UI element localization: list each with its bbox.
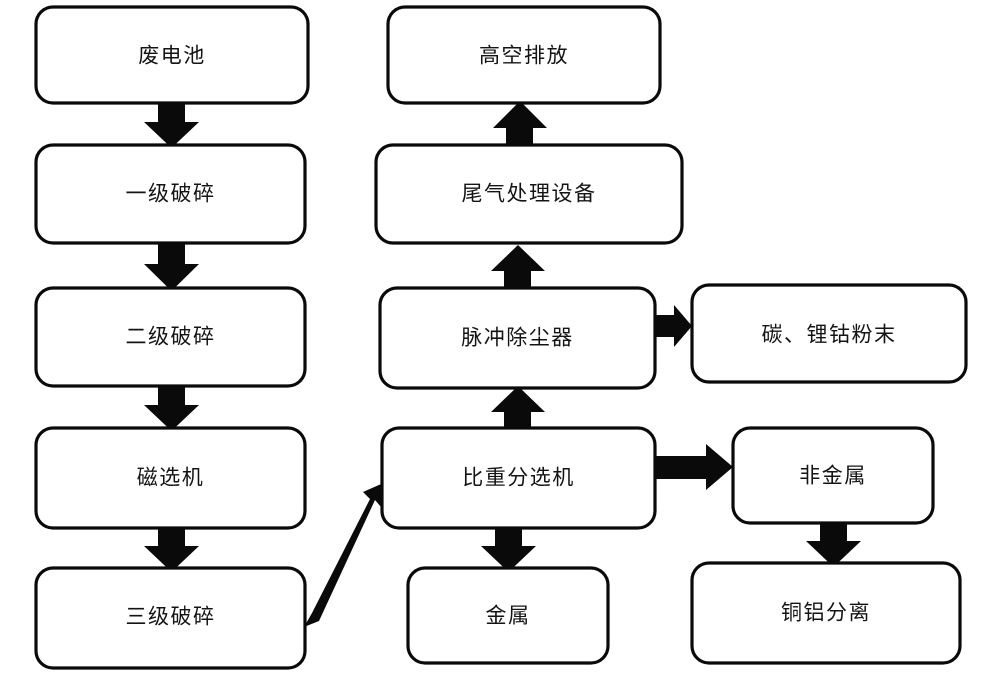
node-metal[interactable]: 金属 bbox=[406, 566, 610, 665]
node-carbon-lithium-cobalt-powder-box[interactable] bbox=[690, 283, 968, 384]
arrow-magnetic-separator-to-tertiary-crushing bbox=[144, 525, 199, 572]
node-non-metal[interactable]: 非金属 bbox=[731, 426, 935, 525]
node-carbon-lithium-cobalt-powder[interactable]: 碳、锂钴粉末 bbox=[690, 283, 968, 384]
node-secondary-crushing[interactable]: 二级破碎 bbox=[34, 286, 307, 388]
arrow-exhaust-treatment-to-high-altitude-emission bbox=[493, 101, 547, 148]
arrow-gravity-separator-to-metal bbox=[481, 525, 536, 572]
node-metal-label: 金属 bbox=[486, 605, 531, 628]
node-primary-crushing-label: 一级破碎 bbox=[126, 183, 216, 206]
node-exhaust-treatment-label: 尾气处理设备 bbox=[462, 183, 597, 206]
node-waste-battery-label: 废电池 bbox=[138, 45, 206, 68]
node-secondary-crushing-label: 二级破碎 bbox=[126, 326, 216, 349]
node-waste-battery-box[interactable] bbox=[34, 5, 310, 105]
node-primary-crushing[interactable]: 一级破碎 bbox=[34, 143, 307, 245]
node-high-altitude-emission-box[interactable] bbox=[386, 5, 662, 105]
node-copper-aluminum-separation-box[interactable] bbox=[690, 561, 962, 665]
node-copper-aluminum-separation[interactable]: 铜铝分离 bbox=[690, 561, 962, 665]
node-pulse-dust-collector-label: 脉冲除尘器 bbox=[461, 327, 574, 350]
node-magnetic-separator-label: 磁选机 bbox=[137, 467, 205, 490]
node-gravity-separator-label: 比重分选机 bbox=[462, 467, 575, 490]
node-tertiary-crushing[interactable]: 三级破碎 bbox=[34, 566, 307, 670]
node-waste-battery[interactable]: 废电池 bbox=[34, 5, 310, 105]
arrow-secondary-crushing-to-magnetic-separator bbox=[144, 383, 199, 431]
node-layer: 废电池 一级破碎 二级破碎 磁选机 三级破碎 高空排放 bbox=[34, 5, 968, 670]
node-copper-aluminum-separation-label: 铜铝分离 bbox=[781, 602, 871, 625]
arrow-pulse-dust-collector-to-powder bbox=[655, 305, 692, 347]
arrow-layer bbox=[144, 100, 861, 627]
node-pulse-dust-collector[interactable]: 脉冲除尘器 bbox=[378, 286, 657, 390]
node-primary-crushing-box[interactable] bbox=[34, 143, 307, 245]
arrow-pulse-dust-collector-to-exhaust-treatment bbox=[491, 245, 545, 291]
arrow-waste-battery-to-primary-crushing bbox=[144, 100, 199, 148]
arrow-non-metal-to-copper-aluminum-separation bbox=[806, 521, 861, 567]
node-pulse-dust-collector-box[interactable] bbox=[378, 286, 657, 390]
node-high-altitude-emission-label: 高空排放 bbox=[479, 45, 569, 68]
node-exhaust-treatment-box[interactable] bbox=[374, 143, 684, 245]
node-exhaust-treatment[interactable]: 尾气处理设备 bbox=[374, 143, 684, 245]
node-high-altitude-emission[interactable]: 高空排放 bbox=[386, 5, 662, 105]
node-carbon-lithium-cobalt-powder-label: 碳、锂钴粉末 bbox=[762, 324, 897, 347]
arrow-tertiary-crushing-to-gravity-separator bbox=[304, 481, 388, 627]
node-metal-box[interactable] bbox=[406, 566, 610, 665]
node-gravity-separator[interactable]: 比重分选机 bbox=[380, 426, 657, 530]
arrow-gravity-separator-to-non-metal bbox=[653, 444, 733, 490]
node-non-metal-label: 非金属 bbox=[799, 465, 867, 488]
node-magnetic-separator-box[interactable] bbox=[34, 426, 307, 530]
arrow-gravity-separator-to-pulse-dust-collector bbox=[491, 386, 545, 431]
node-non-metal-box[interactable] bbox=[731, 426, 935, 525]
node-gravity-separator-box[interactable] bbox=[380, 426, 657, 530]
node-magnetic-separator[interactable]: 磁选机 bbox=[34, 426, 307, 530]
arrow-primary-to-secondary-crushing bbox=[144, 240, 199, 291]
node-tertiary-crushing-label: 三级破碎 bbox=[126, 606, 216, 629]
node-secondary-crushing-box[interactable] bbox=[34, 286, 307, 388]
node-tertiary-crushing-box[interactable] bbox=[34, 566, 307, 670]
